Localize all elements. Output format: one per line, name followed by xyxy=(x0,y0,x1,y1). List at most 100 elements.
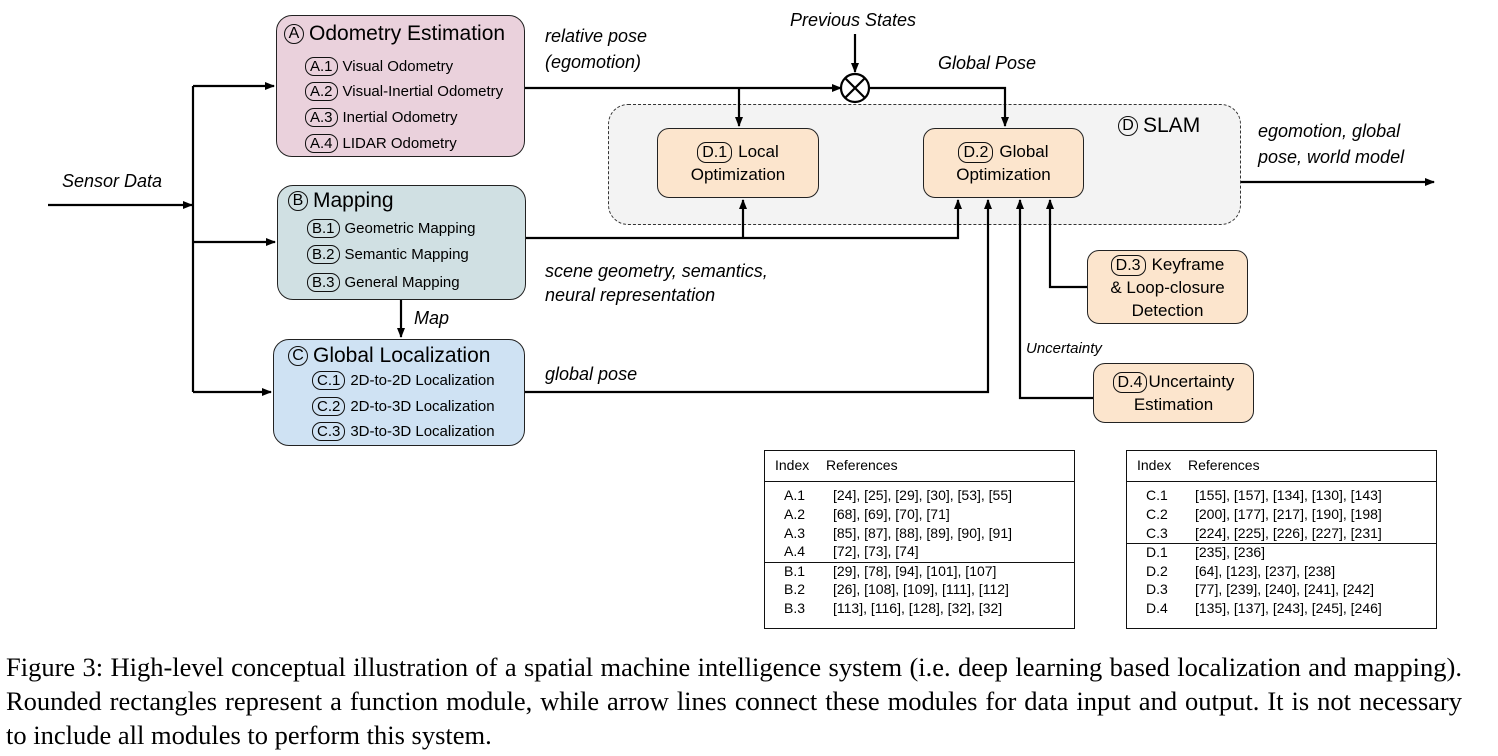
map-to-global-opt-arrow xyxy=(526,199,962,240)
egomotion-label: (egomotion) xyxy=(545,52,642,72)
localization-title: C Global Localization xyxy=(288,344,490,368)
item-tag: D.4 xyxy=(1112,372,1148,393)
localization-letter: C xyxy=(288,346,308,366)
relative-pose-label: relative pose xyxy=(545,26,648,46)
row-refs: [77], [239], [240], [241], [242] xyxy=(1195,581,1375,597)
label-line: Uncertainty xyxy=(1148,372,1235,391)
localization-to-global-opt-arrow xyxy=(525,199,992,394)
table-row: D.3 [77], [239], [240], [241], [242] xyxy=(1127,581,1436,599)
row-index: D.1 xyxy=(1146,544,1168,560)
mapping-module xyxy=(277,185,526,300)
output-label-line1: egomotion, global xyxy=(1258,121,1401,141)
diagram-figure: D SLAM xyxy=(48,10,1437,629)
row-refs: [113], [116], [128], [32], [32] xyxy=(833,600,1003,616)
reference-table-left: Index References A.1 [24], [25], [29], [3… xyxy=(764,450,1075,629)
label-line: Global xyxy=(999,142,1049,161)
slam-letter: D xyxy=(1118,116,1138,136)
row-index: B.2 xyxy=(784,581,806,597)
row-index: A.3 xyxy=(784,525,806,541)
mapping-letter: B xyxy=(288,191,308,211)
table-row: A.4 [72], [73], [74] xyxy=(765,543,1074,561)
label-line: & Loop-closure xyxy=(1110,278,1225,297)
row-index: C.3 xyxy=(1146,525,1168,541)
odometry-letter: A xyxy=(284,24,304,44)
table-row: A.3[85], [87], [88], [89], [90], [91] xyxy=(765,525,1074,543)
row-refs: [235], [236] xyxy=(1195,544,1266,560)
localization-item: C.2 2D-to-3D Localization xyxy=(312,397,495,416)
row-index: A.4 xyxy=(784,543,806,559)
label-line: Local xyxy=(738,142,779,161)
local-optimization-module xyxy=(657,128,819,198)
row-index: B.1 xyxy=(784,563,806,579)
item-tag: B.3 xyxy=(307,273,340,292)
figure-caption: Figure 3: High-level conceptual illustra… xyxy=(6,652,1462,750)
item-label: Inertial Odometry xyxy=(342,109,458,126)
item-tag: C.1 xyxy=(312,371,346,390)
header-references: References xyxy=(826,457,898,473)
table-row: A.2[68], [69], [70], [71] xyxy=(765,506,1074,524)
table-header: Index References xyxy=(1127,451,1436,482)
item-tag: C.2 xyxy=(312,397,346,416)
sensor-data-label: Sensor Data xyxy=(62,171,163,191)
item-label: Visual Odometry xyxy=(342,58,454,75)
table-divider xyxy=(765,562,1074,563)
mapping-item: B.1 Geometric Mapping xyxy=(307,219,475,238)
odometry-item: A.2 Visual-Inertial Odometry xyxy=(305,82,503,101)
row-index: A.2 xyxy=(784,506,806,522)
label-line: Detection xyxy=(1131,301,1204,320)
row-refs: [24], [25], [29], [30], [53], [55] xyxy=(833,487,1013,503)
mapping-title: B Mapping xyxy=(288,189,394,213)
connection-lines xyxy=(48,34,1435,400)
table-row: D.1 [235], [236] xyxy=(1127,544,1436,562)
row-refs: [135], [137], [243], [245], [246] xyxy=(1195,600,1382,616)
row-index: D.3 xyxy=(1146,581,1168,597)
odometry-title-text: Odometry Estimation xyxy=(309,22,506,45)
item-label: Visual-Inertial Odometry xyxy=(342,83,504,100)
global-pose-arrow xyxy=(869,86,1009,127)
reference-table-right: Index References C.1[155], [157], [134],… xyxy=(1126,450,1437,629)
row-index: D.2 xyxy=(1146,563,1168,579)
global-pose-bottom-label: global pose xyxy=(545,364,638,384)
keyframe-to-global-opt-arrow xyxy=(1046,199,1087,289)
row-refs: [200], [177], [217], [190], [198] xyxy=(1195,506,1382,522)
item-tag: A.3 xyxy=(305,108,338,127)
item-tag: D.1 xyxy=(697,142,733,163)
table-row: B.1[29], [78], [94], [101], [107] xyxy=(765,563,1074,581)
output-label-line2: pose, world model xyxy=(1258,147,1405,167)
row-index: A.1 xyxy=(784,487,806,503)
item-label: Semantic Mapping xyxy=(344,246,469,263)
item-tag: A.2 xyxy=(305,82,338,101)
table-row: A.1 [24], [25], [29], [30], [53], [55] xyxy=(765,487,1074,505)
row-refs: [155], [157], [134], [130], [143] xyxy=(1195,487,1382,503)
table-divider xyxy=(1127,543,1436,544)
label-line: Keyframe xyxy=(1151,255,1225,274)
localization-item: C.1 2D-to-2D Localization xyxy=(312,371,495,390)
odometry-item: A.4 LIDAR Odometry xyxy=(305,134,457,153)
table-row: C.1[155], [157], [134], [130], [143] xyxy=(1127,487,1436,505)
row-refs: [224], [225], [226], [227], [231] xyxy=(1195,525,1382,541)
header-index: Index xyxy=(775,457,810,473)
global-pose-top-label: Global Pose xyxy=(938,53,1037,73)
map-label: Map xyxy=(414,308,450,328)
odometry-estimation-module xyxy=(276,15,525,157)
table-row: D.2[64], [123], [237], [238] xyxy=(1127,563,1436,581)
localization-item: C.3 3D-to-3D Localization xyxy=(312,422,495,441)
table-row: B.2[26], [108], [109], [111], [112] xyxy=(765,581,1074,599)
item-tag: A.1 xyxy=(305,57,338,76)
table-row: B.3[113], [116], [128], [32], [32] xyxy=(765,600,1074,618)
header-index: Index xyxy=(1137,457,1172,473)
item-tag: A.4 xyxy=(305,134,338,153)
localization-title-text: Global Localization xyxy=(313,344,491,367)
slam-title: D SLAM xyxy=(1118,114,1200,138)
row-refs: [72], [73], [74] xyxy=(833,543,919,559)
label-line: Estimation xyxy=(1133,395,1214,414)
row-index: D.4 xyxy=(1146,600,1168,616)
odometry-title: A Odometry Estimation xyxy=(284,22,505,46)
combine-cross-2 xyxy=(844,77,866,99)
item-label: 2D-to-3D Localization xyxy=(350,398,495,415)
item-label: 3D-to-3D Localization xyxy=(350,423,495,440)
scene-label-line2: neural representation xyxy=(545,285,716,305)
item-tag: B.1 xyxy=(307,219,340,238)
